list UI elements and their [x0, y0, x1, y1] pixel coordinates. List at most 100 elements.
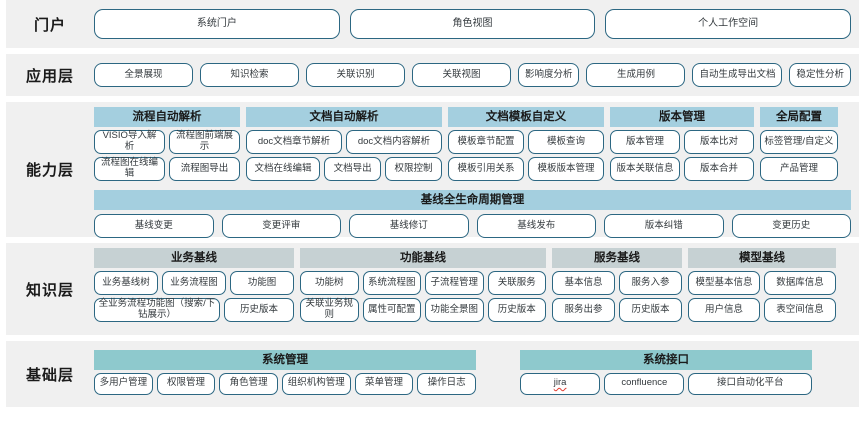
app-item-impact-analysis[interactable]: 影响度分析 [517, 63, 580, 87]
group-title: 系统接口 [520, 349, 812, 370]
portal-item-system-portal[interactable]: 系统门户 [94, 9, 340, 39]
cap-item-template-query[interactable]: 模板查询 [528, 130, 604, 154]
know-item-subprocess-mgmt[interactable]: 子流程管理 [425, 271, 484, 295]
base-item-operation-log[interactable]: 操作日志 [417, 372, 476, 395]
group-row: 服务出参 历史版本 [552, 298, 682, 322]
baseline-lifecycle-items: 基线变更 变更评审 基线修订 基线发布 版本纠错 变更历史 [94, 214, 851, 238]
app-item-auto-generate-export-doc[interactable]: 自动生成导出文档 [692, 63, 783, 87]
cap-item-permission-control[interactable]: 权限控制 [385, 157, 442, 181]
baseline-lifecycle-title: 基线全生命周期管理 [94, 190, 851, 210]
know-item-function-panorama[interactable]: 功能全景图 [425, 298, 484, 322]
app-item-stability-analysis[interactable]: 稳定性分析 [789, 63, 851, 87]
base-item-confluence[interactable]: confluence [604, 372, 685, 395]
knowledge-group-function-baseline: 功能基线 功能树 系统流程图 子流程管理 关联服务 关联业务规则 属性可配置 功… [300, 248, 546, 322]
app-item-relation-view[interactable]: 关联视图 [411, 63, 511, 87]
group-title: 服务基线 [552, 248, 682, 268]
knowledge-group-business-baseline: 业务基线 业务基线树 业务流程图 功能图 全业务流程功能图（搜索/下钻展示） 历… [94, 248, 294, 322]
base-item-menu-mgmt[interactable]: 菜单管理 [354, 372, 414, 395]
know-item-service-history-version[interactable]: 历史版本 [619, 298, 682, 322]
cap-item-version-management[interactable]: 版本管理 [610, 130, 680, 154]
cap-item-flowchart-online-edit[interactable]: 流程图在线编辑 [94, 157, 165, 181]
app-item-relation-recognition[interactable]: 关联识别 [305, 63, 405, 87]
cap-item-doc-chapter-parse[interactable]: doc文档章节解析 [246, 130, 342, 154]
know-item-business-baseline-tree[interactable]: 业务基线树 [94, 271, 158, 295]
base-item-interface-automation-platform[interactable]: 接口自动化平台 [688, 372, 812, 395]
baseline-item-change[interactable]: 基线变更 [94, 214, 214, 238]
know-item-related-service[interactable]: 关联服务 [487, 271, 546, 295]
baseline-item-release[interactable]: 基线发布 [476, 214, 596, 238]
know-item-service-basic-info[interactable]: 基本信息 [552, 271, 615, 295]
know-item-history-version[interactable]: 历史版本 [223, 298, 294, 322]
cap-item-tag-management-custom[interactable]: 标签管理/自定义 [760, 130, 838, 154]
cap-item-product-management[interactable]: 产品管理 [760, 157, 838, 181]
foundation-groups: 系统管理 多用户管理 权限管理 角色管理 组织机构管理 菜单管理 操作日志 系统… [94, 349, 851, 395]
know-item-function-diagram[interactable]: 功能图 [230, 271, 294, 295]
layer-body-knowledge: 业务基线 业务基线树 业务流程图 功能图 全业务流程功能图（搜索/下钻展示） 历… [94, 243, 859, 335]
cap-item-flowchart-frontend-display[interactable]: 流程图前端展示 [169, 130, 240, 154]
cap-item-version-relation-info[interactable]: 版本关联信息 [610, 157, 680, 181]
group-row: 关联业务规则 属性可配置 功能全景图 历史版本 [300, 298, 546, 322]
layer-body-portal: 系统门户 角色视图 个人工作空间 [94, 0, 859, 48]
cap-item-doc-online-edit[interactable]: 文档在线编辑 [246, 157, 321, 181]
group-row: doc文档章节解析 doc文档内容解析 [246, 130, 442, 154]
know-item-tablespace-info[interactable]: 表空间信息 [764, 298, 836, 322]
base-item-role-mgmt[interactable]: 角色管理 [219, 372, 278, 395]
know-item-function-history-version[interactable]: 历史版本 [487, 298, 546, 322]
group-row: 业务基线树 业务流程图 功能图 [94, 271, 294, 295]
portal-item-role-view[interactable]: 角色视图 [349, 9, 596, 39]
know-item-full-business-process-function-diagram[interactable]: 全业务流程功能图（搜索/下钻展示） [94, 298, 220, 322]
cap-item-doc-export[interactable]: 文档导出 [324, 157, 382, 181]
base-item-permission-mgmt[interactable]: 权限管理 [156, 372, 216, 395]
baseline-item-change-history[interactable]: 变更历史 [731, 214, 851, 238]
group-row: 模板章节配置 模板查询 [448, 130, 604, 154]
group-title: 文档模板自定义 [448, 107, 604, 127]
layer-label-foundation: 基础层 [25, 366, 74, 384]
know-item-service-input-param[interactable]: 服务入参 [619, 271, 682, 295]
layer-portal: 门户 系统门户 角色视图 个人工作空间 [6, 0, 859, 48]
baseline-item-version-correction[interactable]: 版本纠错 [604, 214, 724, 238]
layer-label-application: 应用层 [25, 67, 74, 85]
group-row: 模板引用关系 模板版本管理 [448, 157, 604, 181]
know-item-model-basic-info[interactable]: 模型基本信息 [688, 271, 760, 295]
know-item-user-info[interactable]: 用户信息 [688, 298, 760, 322]
base-item-multi-user-mgmt[interactable]: 多用户管理 [94, 372, 153, 395]
cap-item-visio-import-parse[interactable]: VISIO导入解析 [94, 130, 165, 154]
cap-item-version-compare[interactable]: 版本比对 [684, 130, 754, 154]
foundation-group-system-interface: 系统接口 jira confluence 接口自动化平台 [520, 349, 812, 395]
capability-group-process-parse: 流程自动解析 VISIO导入解析 流程图前端展示 流程图在线编辑 流程图导出 [94, 107, 240, 181]
know-item-service-output-param[interactable]: 服务出参 [552, 298, 615, 322]
base-item-org-structure-mgmt[interactable]: 组织机构管理 [281, 372, 351, 395]
layer-foundation: 基础层 系统管理 多用户管理 权限管理 角色管理 组织机构管理 菜单管理 操作日… [6, 341, 859, 407]
foundation-group-system-management: 系统管理 多用户管理 权限管理 角色管理 组织机构管理 菜单管理 操作日志 [94, 349, 476, 395]
group-title: 文档自动解析 [246, 107, 442, 127]
layer-body-foundation: 系统管理 多用户管理 权限管理 角色管理 组织机构管理 菜单管理 操作日志 系统… [94, 341, 859, 407]
base-item-jira[interactable]: jira [520, 372, 601, 395]
app-item-knowledge-search[interactable]: 知识检索 [200, 63, 299, 87]
cap-item-flowchart-export[interactable]: 流程图导出 [169, 157, 240, 181]
know-item-related-business-rule[interactable]: 关联业务规则 [300, 298, 359, 322]
know-item-business-flowchart[interactable]: 业务流程图 [162, 271, 226, 295]
cap-item-template-version-mgmt[interactable]: 模板版本管理 [528, 157, 604, 181]
layer-body-capability: 流程自动解析 VISIO导入解析 流程图前端展示 流程图在线编辑 流程图导出 文… [94, 102, 859, 238]
cap-item-template-reference-relation[interactable]: 模板引用关系 [448, 157, 524, 181]
cap-item-version-merge[interactable]: 版本合并 [684, 157, 754, 181]
cap-item-doc-content-parse[interactable]: doc文档内容解析 [346, 130, 442, 154]
app-item-generate-usecase[interactable]: 生成用例 [586, 63, 686, 87]
know-item-function-tree[interactable]: 功能树 [300, 271, 359, 295]
group-row: 产品管理 [760, 157, 838, 181]
portal-item-personal-workspace[interactable]: 个人工作空间 [605, 9, 852, 39]
baseline-item-change-review[interactable]: 变更评审 [221, 214, 341, 238]
layer-label-capability: 能力层 [25, 162, 74, 179]
know-item-database-info[interactable]: 数据库信息 [764, 271, 836, 295]
cap-item-template-chapter-config[interactable]: 模板章节配置 [448, 130, 524, 154]
layer-knowledge: 知识层 业务基线 业务基线树 业务流程图 功能图 全业务流程功能图（搜索/下钻展… [6, 243, 859, 335]
know-item-system-flowchart[interactable]: 系统流程图 [362, 271, 421, 295]
app-item-panorama[interactable]: 全景展现 [94, 63, 193, 87]
know-item-attribute-configurable[interactable]: 属性可配置 [362, 298, 421, 322]
group-title: 全局配置 [760, 107, 838, 127]
baseline-item-revision[interactable]: 基线修订 [349, 214, 469, 238]
layer-application: 应用层 全景展现 知识检索 关联识别 关联视图 影响度分析 生成用例 自动生成导… [6, 54, 859, 96]
knowledge-group-model-baseline: 模型基线 模型基本信息 数据库信息 用户信息 表空间信息 [688, 248, 836, 322]
layer-capability: 能力层 流程自动解析 VISIO导入解析 流程图前端展示 流程图在线编辑 流程图… [6, 102, 859, 238]
